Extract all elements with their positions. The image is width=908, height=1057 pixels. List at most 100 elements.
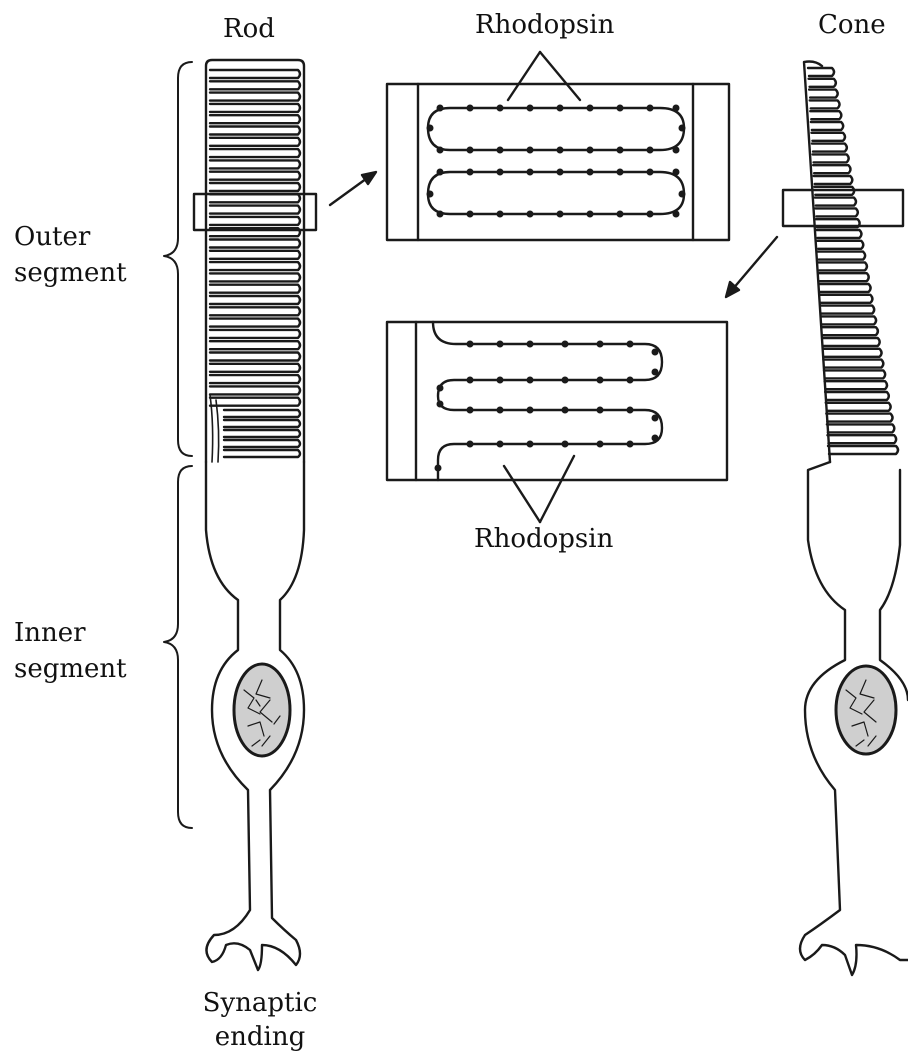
rhodopsin-dot [437, 105, 444, 112]
rod-zoom-arrow [330, 172, 376, 205]
synaptic-ending-label-line1: Synaptic [190, 988, 330, 1018]
cone-disc [824, 370, 885, 378]
rhodopsin-dot [652, 369, 659, 376]
rod-disc [210, 285, 300, 293]
inner-segment-label-line2: segment [14, 654, 127, 684]
rod-disc [210, 206, 300, 214]
rod-disc-inset [387, 84, 729, 240]
outer-segment-brace [164, 62, 192, 456]
rod-disc [210, 296, 300, 304]
rhodopsin-dot [617, 147, 624, 154]
rod-disc [224, 420, 300, 427]
rhodopsin-bottom-pointers [504, 456, 574, 522]
rhodopsin-dot [597, 377, 604, 384]
rod-disc [210, 138, 300, 146]
rhodopsin-dot [597, 407, 604, 414]
rod-disc [210, 386, 300, 394]
rhodopsin-dot [562, 441, 569, 448]
cone-cell [800, 62, 908, 976]
rod-disc [210, 149, 300, 157]
rhodopsin-dot [467, 441, 474, 448]
rod-disc [210, 251, 300, 259]
rhodopsin-dot [467, 341, 474, 348]
rhodopsin-dot [617, 105, 624, 112]
rhodopsin-dot [497, 105, 504, 112]
cone-disc [823, 360, 883, 368]
cone-disc [810, 100, 840, 108]
cone-disc [828, 446, 898, 454]
rhodopsin-dot [617, 169, 624, 176]
cone-inner-segment-right [880, 470, 908, 700]
rod-disc [210, 262, 300, 270]
rhodopsin-dot [562, 377, 569, 384]
rhodopsin-dot [647, 105, 654, 112]
rhodopsin-dot [467, 407, 474, 414]
rhodopsin-dot [557, 147, 564, 154]
rhodopsin-dot [679, 191, 686, 198]
rod-disc [210, 217, 300, 225]
rhodopsin-dot [467, 211, 474, 218]
rhodopsin-dot [617, 211, 624, 218]
rhodopsin-bottom-label: Rhodopsin [474, 524, 613, 554]
rhodopsin-dot [673, 169, 680, 176]
rhodopsin-dot [652, 415, 659, 422]
rhodopsin-dot [427, 191, 434, 198]
rhodopsin-dot [652, 349, 659, 356]
rhodopsin-dot [557, 105, 564, 112]
rhodopsin-dot [647, 211, 654, 218]
rhodopsin-dot [497, 441, 504, 448]
rhodopsin-dot [557, 211, 564, 218]
outer-segment-label-line1: Outer [14, 222, 90, 252]
rhodopsin-dot [467, 169, 474, 176]
rhodopsin-dot [647, 169, 654, 176]
rhodopsin-dot [652, 435, 659, 442]
cone-disc [818, 252, 865, 260]
inner-segment-brace [164, 466, 192, 828]
rhodopsin-dot [527, 441, 534, 448]
rod-disc [224, 450, 300, 457]
rhodopsin-dot [597, 341, 604, 348]
rhodopsin-dot [597, 441, 604, 448]
rod-disc [210, 398, 300, 406]
cone-disc [827, 435, 896, 443]
rhodopsin-dot [497, 169, 504, 176]
rhodopsin-dot [627, 377, 634, 384]
cone-disc [811, 133, 845, 141]
rod-disc [210, 319, 300, 327]
rhodopsin-dot [627, 341, 634, 348]
cone-disc [813, 154, 849, 162]
rod-disc [224, 410, 300, 417]
rhodopsin-dot [647, 147, 654, 154]
cone-disc [822, 338, 879, 346]
cone-disc [825, 381, 887, 389]
rhodopsin-dot [497, 147, 504, 154]
rhodopsin-dot [587, 105, 594, 112]
rhodopsin-dot [673, 105, 680, 112]
rhodopsin-dot [497, 211, 504, 218]
cone-disc [817, 230, 862, 238]
cone-disc [808, 68, 834, 76]
rod-disc [224, 430, 300, 437]
rhodopsin-dot [437, 169, 444, 176]
cone-disc [809, 90, 838, 98]
rod-disc [210, 104, 300, 112]
rhodopsin-dot [587, 211, 594, 218]
rhodopsin-dot [673, 211, 680, 218]
rhodopsin-dot [527, 105, 534, 112]
rhodopsin-dot [467, 147, 474, 154]
cone-disc [819, 273, 869, 281]
rod-disc [210, 183, 300, 191]
rhodopsin-dot [497, 407, 504, 414]
rod-cell [206, 60, 304, 970]
rhodopsin-dot [527, 377, 534, 384]
rhodopsin-dot [527, 407, 534, 414]
cone-disc [822, 327, 878, 335]
rod-disc [210, 364, 300, 372]
rod-disc [210, 93, 300, 101]
rhodopsin-dot [497, 341, 504, 348]
rod-disc [210, 307, 300, 315]
cone-disc [810, 111, 841, 119]
rod-disc [210, 194, 300, 202]
cone-disc [821, 316, 876, 324]
